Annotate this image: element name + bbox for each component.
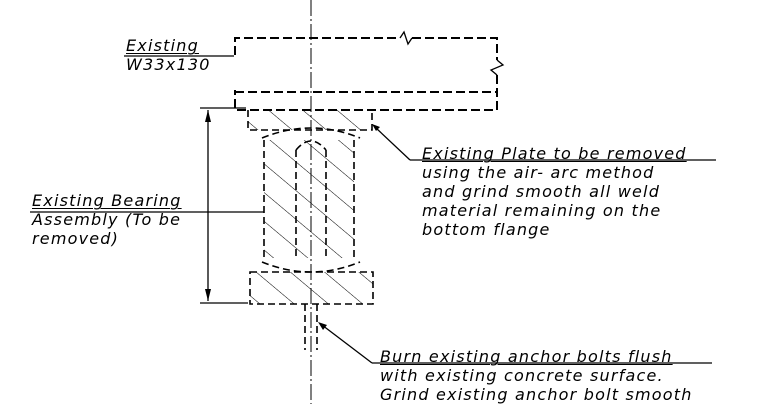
note-line: with existing concrete surface. (380, 366, 664, 385)
anchor-bolt (304, 304, 318, 350)
note-line: Existing (126, 36, 199, 55)
existing-beam (234, 30, 505, 111)
plate-note: Existing Plate to be removed using the a… (422, 144, 687, 239)
leader-plate (372, 124, 716, 161)
top-plate (247, 110, 373, 131)
note-line: Existing Plate to be removed (422, 144, 687, 163)
note-line: using the air- arc method (422, 163, 655, 182)
leader-bolts (318, 322, 712, 364)
note-line: Existing Bearing (32, 191, 182, 210)
dimension-line (200, 107, 248, 304)
note-line: Burn existing anchor bolts flush (380, 347, 673, 366)
bolts-note: Burn existing anchor bolts flush with ex… (380, 347, 693, 404)
note-line: removed) (32, 229, 120, 248)
note-line: material remaining on the (422, 201, 662, 220)
bearing-body (261, 127, 361, 273)
note-line: bottom flange (422, 220, 551, 239)
note-line: and grind smooth all weld (422, 182, 661, 201)
note-line: Grind existing anchor bolt smooth (380, 385, 693, 404)
note-line: Assembly (To be (32, 210, 182, 229)
beam-note: Existing W33x130 (126, 36, 211, 74)
note-line: W33x130 (126, 55, 211, 74)
bottom-plate (249, 271, 374, 305)
bearing-note: Existing Bearing Assembly (To be removed… (32, 191, 182, 248)
